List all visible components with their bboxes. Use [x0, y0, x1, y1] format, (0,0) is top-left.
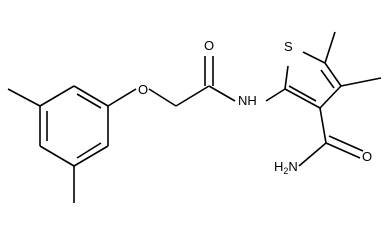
- bond-nh-thiophene: [265, 88, 286, 102]
- atom-label-carboxamide-subscript: 2: [283, 166, 288, 176]
- atom-label-oxygen-carboxamide: O: [362, 149, 372, 164]
- bond-aryl-o: [107, 88, 137, 107]
- bond-methyl-thiophene-right: [340, 77, 382, 87]
- bond-ring-left-4: [39, 145, 75, 167]
- atom-label-oxygen-ether: O: [138, 82, 148, 97]
- chemical-structure-svg: O O NH S O H2N: [7, 31, 382, 203]
- bond-methyl-top-left: [7, 88, 41, 107]
- bond-thiophene-inner-1: [320, 69, 335, 89]
- atom-label-sulfur: S: [284, 39, 293, 54]
- atom-label-oxygen-amide: O: [204, 38, 214, 53]
- atom-label-carboxamide-nitrogen: H2N: [274, 159, 298, 176]
- bond-carboxamide-n: [298, 142, 327, 167]
- bond-ring-carboxamide: [319, 107, 327, 144]
- bond-methyl-thiophene-top: [324, 31, 336, 64]
- bond-carboxamide-o-1: [325, 142, 361, 159]
- atom-label-carboxamide-n: N: [288, 159, 297, 174]
- bond-thiophene-5: [284, 88, 321, 109]
- atom-label-carboxamide-h: H: [274, 159, 283, 174]
- bond-ring-left-inner-2: [76, 142, 102, 159]
- bond-ring-left-6: [39, 85, 75, 107]
- bond-thiophene-inner-2: [288, 85, 317, 102]
- bond-ring-left-inner-1: [76, 93, 102, 109]
- bond-ring-left-1: [73, 85, 109, 107]
- bond-o-ch2: [148, 88, 177, 107]
- bond-lines: [7, 31, 382, 203]
- atom-labels: O O NH S O H2N: [138, 38, 372, 176]
- bond-thiophene-1: [284, 65, 289, 90]
- bond-carbonyl-nh: [208, 85, 236, 102]
- bond-thiophene-3: [324, 62, 342, 87]
- molecule-structure-diagram: O O NH S O H2N: [7, 31, 382, 203]
- bond-thiophene-4: [319, 85, 342, 109]
- bond-ch2-carbonyl: [175, 85, 210, 107]
- bond-carboxamide-o-2: [328, 135, 364, 152]
- atom-label-nitrogen-amide: NH: [238, 93, 257, 108]
- bond-thiophene-2: [302, 51, 326, 64]
- bond-ring-left-3: [73, 145, 109, 167]
